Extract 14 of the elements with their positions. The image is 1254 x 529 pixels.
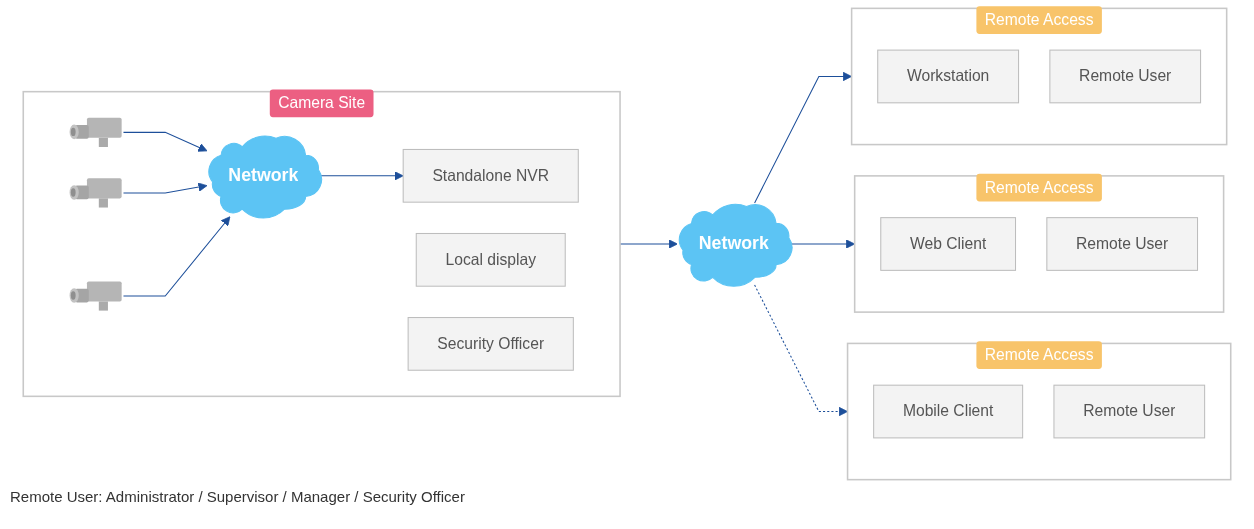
arrow — [122, 131, 208, 152]
node-box: Security Officer — [407, 317, 574, 371]
node-box: Remote User — [1053, 384, 1206, 439]
node-box: Web Client — [880, 217, 1017, 271]
node-box: Remote User — [1049, 49, 1202, 104]
node-box: Workstation — [877, 49, 1020, 104]
node-box: Standalone NVR — [402, 148, 579, 203]
node-box: Remote User — [1046, 217, 1199, 271]
arrow — [122, 182, 208, 194]
arrow — [754, 284, 848, 417]
arrow — [122, 216, 231, 297]
note-text: Remote User: Administrator / Supervisor / Manager / Security Officer — [10, 488, 465, 505]
node-box: Mobile Client — [873, 384, 1024, 439]
node-box: Local display — [415, 232, 566, 287]
